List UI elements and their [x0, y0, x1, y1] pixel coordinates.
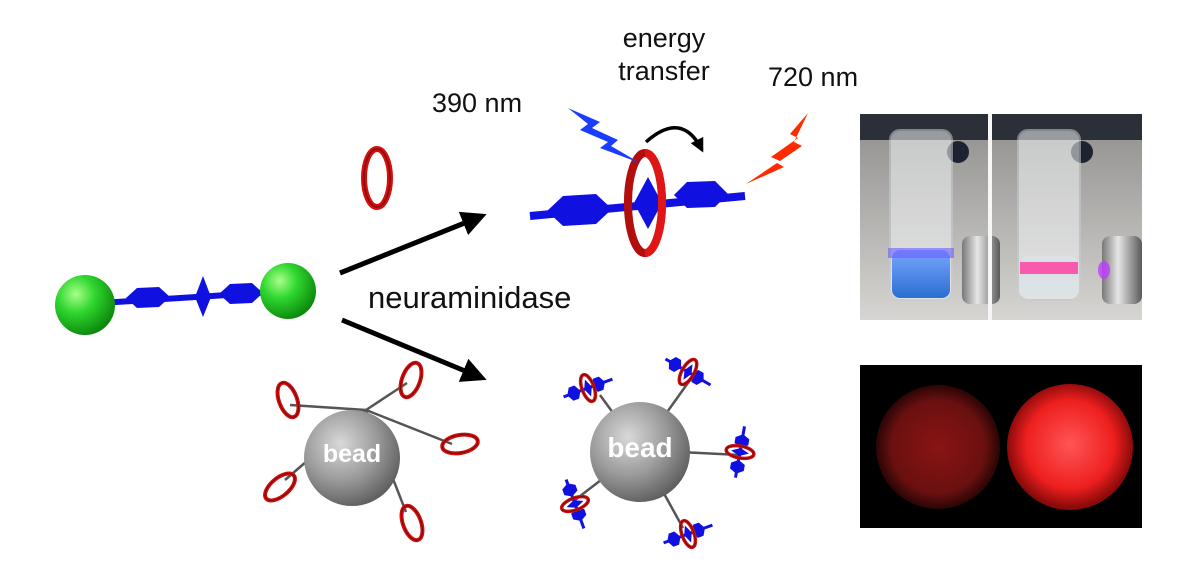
bead-with-rotaxanes	[551, 345, 761, 558]
green-stopper-right	[260, 263, 316, 319]
dim-emission-spot	[876, 385, 1000, 509]
axle-diamond	[195, 276, 211, 317]
axle-hexagon-left	[126, 287, 170, 308]
bead-label-left: bead	[322, 440, 382, 468]
rotaxane-diamond	[634, 177, 662, 229]
energy-transfer-line2: transfer	[618, 56, 710, 86]
arrow-to-rotaxane	[339, 211, 487, 276]
emission-wavelength-label: 720 nm	[768, 62, 859, 92]
lightning-bolt-icon	[568, 108, 640, 163]
rotaxane-hexagon-left	[547, 194, 612, 226]
bead-sphere-right	[590, 402, 690, 502]
rotaxane-hexagon-right	[674, 181, 728, 208]
energy-transfer-line1: energy	[622, 23, 706, 53]
bead-label-right: bead	[607, 432, 673, 463]
rotaxane-molecule	[529, 149, 746, 257]
enzyme-label: neuraminidase	[368, 280, 572, 315]
vial-photo	[860, 114, 1142, 320]
fluorescence-photo	[860, 365, 1142, 528]
free-macrocycle-ring	[361, 146, 393, 210]
arrow-to-bead	[341, 317, 487, 382]
bead-sphere-left	[304, 410, 400, 506]
bright-emission-spot	[1007, 384, 1133, 510]
stoppered-axle-molecule	[55, 263, 316, 335]
green-stopper-left	[55, 275, 115, 335]
bead-with-rings	[258, 358, 482, 545]
energy-transfer-label: energy transfer	[604, 22, 724, 88]
curved-arrow-icon	[644, 126, 704, 153]
lightning-bolt-icon	[746, 113, 808, 184]
excitation-wavelength-label: 390 nm	[432, 88, 523, 118]
axle-hexagon-right	[219, 283, 263, 304]
